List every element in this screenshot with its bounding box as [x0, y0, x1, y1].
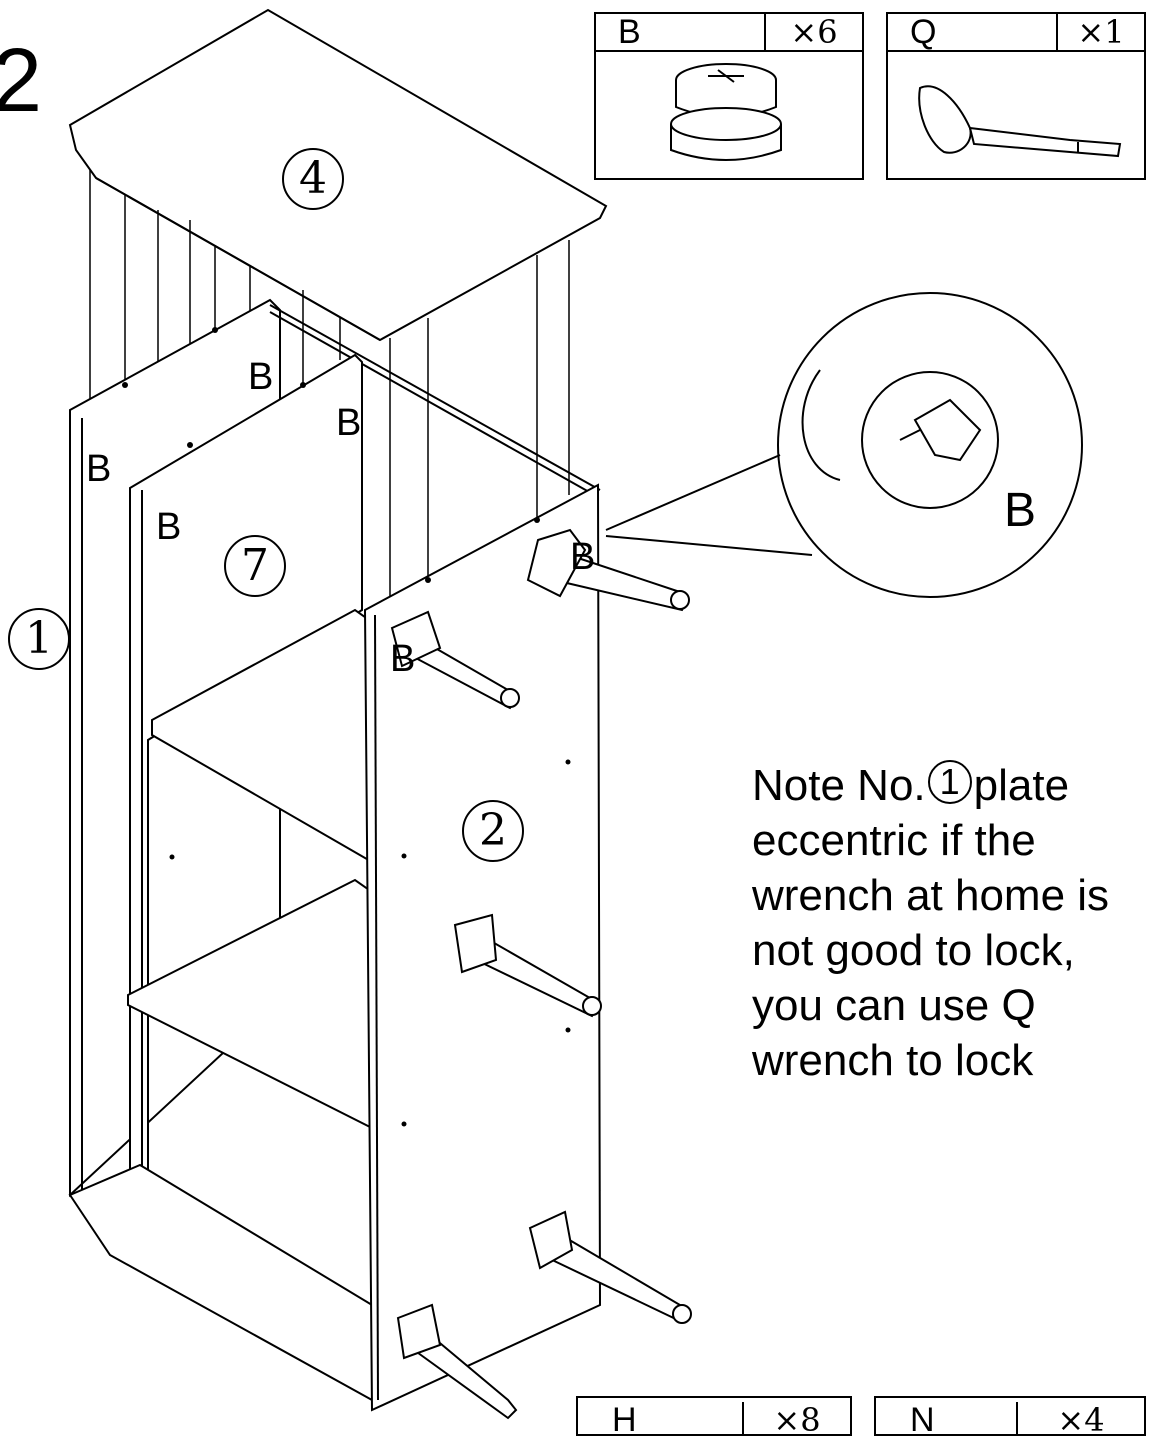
cam-lock-label: B: [336, 402, 362, 444]
hardware-qty: ×1: [1056, 14, 1144, 50]
cam-lock-icon: [596, 52, 862, 178]
detail-cam-lock-label: B: [1004, 484, 1037, 537]
dowel-holes: [122, 327, 571, 1127]
hardware-qty: ×4: [1016, 1402, 1144, 1438]
hardware-qty: ×8: [742, 1402, 850, 1438]
cam-lock-label: B: [390, 638, 416, 680]
legs: [390, 528, 692, 1420]
assembly-guide-lines: [89, 170, 570, 600]
hardware-qty: ×6: [764, 14, 862, 50]
hardware-letter: N: [910, 1401, 935, 1439]
cam-lock-label: B: [570, 536, 596, 578]
hardware-letter: H: [612, 1401, 637, 1439]
hardware-letter: B: [618, 13, 641, 51]
hardware-box-h: H ×8: [576, 1396, 852, 1439]
part-number-1: 1: [8, 608, 70, 670]
detail-magnifier: [605, 292, 1083, 598]
cam-lock-label: B: [248, 356, 274, 398]
cam-lock-label: B: [156, 506, 182, 548]
note-body: plate eccentric if the wrench at home is…: [752, 761, 1110, 1085]
wrench-icon: [888, 52, 1144, 178]
part-number-4: 4: [282, 148, 344, 210]
note-prefix: Note No.: [752, 761, 926, 810]
step-number: 2: [0, 31, 43, 131]
note-plate-number: 1: [927, 760, 972, 804]
hardware-box-n: N ×4: [874, 1396, 1146, 1439]
hardware-box-b: B ×6: [594, 12, 864, 180]
hardware-box-q: Q ×1: [886, 12, 1146, 180]
cam-lock-label: B: [86, 448, 112, 490]
part-number-2: 2: [462, 800, 524, 862]
hardware-letter: Q: [910, 13, 937, 51]
part-number-7: 7: [224, 535, 286, 597]
